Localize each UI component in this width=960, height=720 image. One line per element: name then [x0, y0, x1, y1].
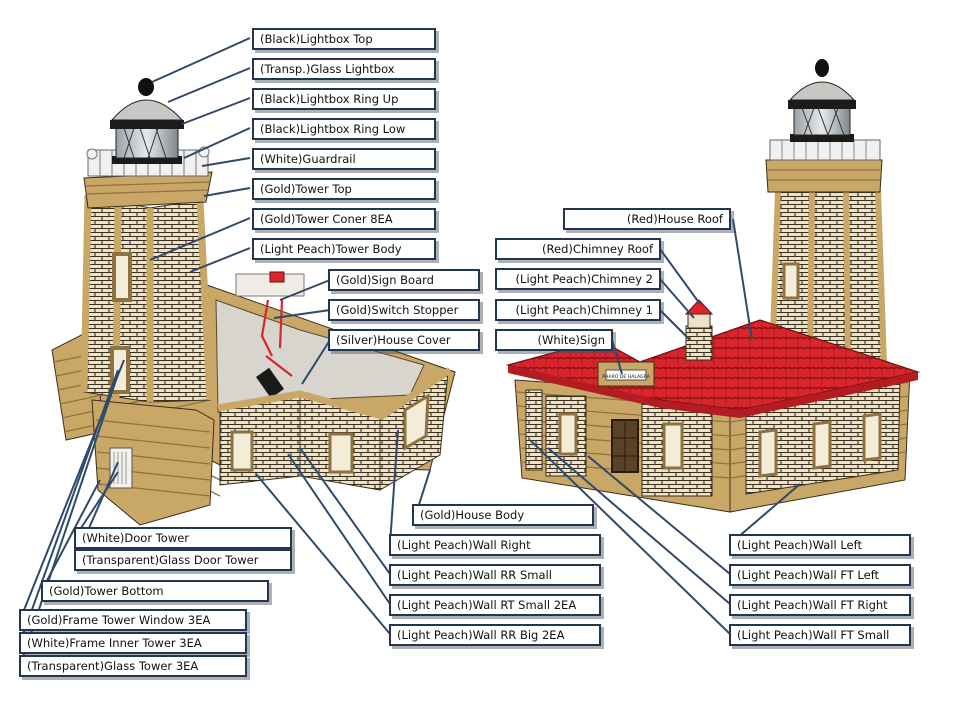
label-lightbox-top: (Black)Lightbox Top: [252, 28, 436, 50]
left-wall-window-1: [230, 430, 254, 472]
label-sign: (White)Sign: [495, 329, 613, 351]
label-house-cover: (Silver)House Cover: [328, 329, 480, 351]
right-chimney-1: [685, 325, 713, 361]
left-wall-window-2: [328, 432, 354, 474]
label-guardrail: (White)Guardrail: [252, 148, 436, 170]
label-frame-inner-tower: (White)Frame Inner Tower 3EA: [19, 632, 247, 654]
tower-door-model: [109, 447, 133, 489]
label-glass-tower: (Transparent)Glass Tower 3EA: [19, 655, 247, 677]
wiring: [260, 299, 293, 377]
label-sign-board: (Gold)Sign Board: [328, 269, 480, 291]
left-lighthouse-model: [51, 78, 456, 526]
label-wall-ft-right: (Light Peach)Wall FT Right: [729, 594, 911, 616]
right-glass-lightbox: [793, 107, 851, 136]
label-wall-rt-small: (Light Peach)Wall RT Small 2EA: [389, 594, 601, 616]
label-wall-left: (Light Peach)Wall Left: [729, 534, 911, 556]
right-lightbox-ring-up: [788, 100, 856, 109]
right-sign-plate: [605, 369, 647, 381]
label-glass-door-tower: (Transparent)Glass Door Tower: [74, 549, 292, 571]
left-tower-window-1: [112, 252, 132, 302]
label-wall-ft-left: (Light Peach)Wall FT Left: [729, 564, 911, 586]
label-house-body: (Gold)House Body: [412, 504, 594, 526]
right-roof-edge: [508, 365, 918, 418]
right-chimney-roof: [684, 299, 714, 315]
leader-lines: [19, 37, 801, 667]
sign-text: PHARO DE HALAGRA: [602, 374, 650, 380]
label-tower-body: (Light Peach)Tower Body: [252, 238, 436, 260]
left-lightbox-ring-up: [110, 120, 184, 129]
label-glass-lightbox: (Transp.)Glass Lightbox: [252, 58, 436, 80]
label-house-roof: (Red)House Roof: [563, 208, 731, 230]
right-tower-window: [782, 262, 800, 300]
left-wall-trims: [217, 367, 452, 420]
right-lightbox-top: [815, 59, 829, 77]
right-tower-corners: [769, 189, 887, 366]
left-lightbox-dome: [110, 99, 184, 121]
right-guardrail: [769, 139, 881, 161]
switch-model: [255, 367, 285, 399]
label-wall-right: (Light Peach)Wall Right: [389, 534, 601, 556]
right-lighthouse-model: PHARO DE HALAGRA: [505, 59, 921, 513]
label-chimney-2: (Light Peach)Chimney 2: [495, 268, 661, 290]
label-lightbox-ring-low: (Black)Lightbox Ring Low: [252, 118, 436, 140]
label-lightbox-ring-up: (Black)Lightbox Ring Up: [252, 88, 436, 110]
label-tower-bottom: (Gold)Tower Bottom: [41, 580, 269, 602]
right-tower-top: [765, 159, 883, 193]
left-tower-corners: [80, 194, 214, 402]
switch-stopper-model: [269, 271, 285, 283]
right-wall-ft-small: [525, 389, 543, 471]
label-wall-rr-big: (Light Peach)Wall RR Big 2EA: [389, 624, 601, 646]
right-lightbox-dome: [788, 81, 856, 101]
label-switch-stopper: (Gold)Switch Stopper: [328, 299, 480, 321]
left-wall-window-3: [403, 393, 430, 451]
left-lightbox-top: [138, 78, 154, 96]
left-lightbox-ring-low: [112, 156, 182, 164]
label-wall-ft-small: (Light Peach)Wall FT Small: [729, 624, 911, 646]
label-tower-corner: (Gold)Tower Coner 8EA: [252, 208, 436, 230]
label-chimney-roof: (Red)Chimney Roof: [495, 238, 661, 260]
label-frame-tower-window: (Gold)Frame Tower Window 3EA: [19, 609, 247, 631]
label-wall-rr-small: (Light Peach)Wall RR Small: [389, 564, 601, 586]
label-door-tower: (White)Door Tower: [74, 527, 292, 549]
label-tower-top: (Gold)Tower Top: [252, 178, 436, 200]
right-lightbox-ring-low: [790, 134, 854, 142]
label-chimney-1: (Light Peach)Chimney 1: [495, 299, 661, 321]
left-glass-lightbox: [115, 127, 179, 159]
left-tower-bottom-bands: [95, 419, 211, 497]
